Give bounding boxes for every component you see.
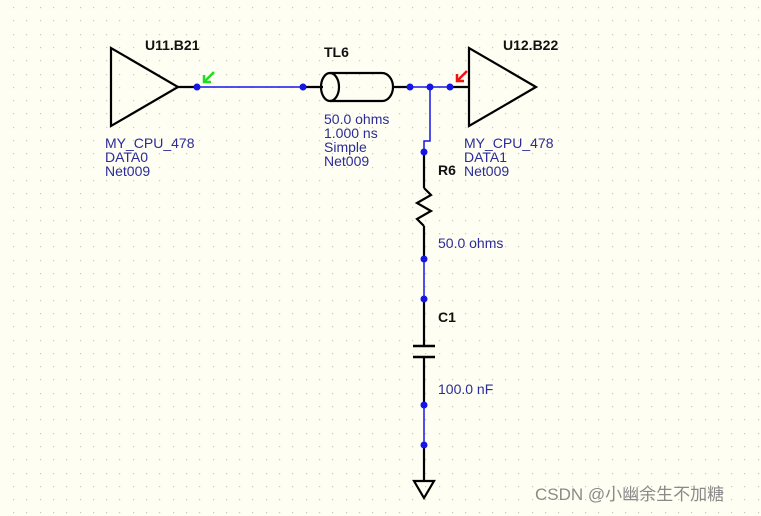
- c1-value: 100.0 nF: [438, 381, 494, 397]
- junction-dot: [299, 83, 307, 91]
- junction-dots: [193, 83, 454, 449]
- u12-net-name: Net009: [464, 163, 510, 179]
- u12-receiver-buffer[interactable]: [467, 46, 539, 128]
- r6-refdes: R6: [438, 162, 456, 178]
- u11-net-name: Net009: [105, 163, 151, 179]
- u11-part-name: MY_CPU_478: [105, 135, 195, 151]
- tl6-impedance: 50.0 ohms: [324, 111, 390, 127]
- driver-arrow-icon: [202, 71, 215, 84]
- c1-capacitor[interactable]: [413, 299, 435, 405]
- tl6-refdes: TL6: [324, 44, 349, 60]
- r6-resistor[interactable]: [414, 152, 434, 259]
- net-wire-tee-r6[interactable]: [423, 87, 431, 152]
- tl6-model: Simple: [324, 139, 367, 155]
- ground-icon: [412, 445, 436, 501]
- watermark: CSDN @小幽余生不加糖: [535, 485, 725, 504]
- u11-driver-buffer[interactable]: [109, 46, 197, 128]
- c1-refdes: C1: [438, 309, 456, 325]
- u12-part-name: MY_CPU_478: [464, 135, 554, 151]
- tl6-net-name: Net009: [324, 153, 370, 169]
- junction-dot: [426, 83, 434, 91]
- u12-pin-name: DATA1: [464, 149, 508, 165]
- tl6-delay: 1.000 ns: [324, 125, 378, 141]
- u11-refdes: U11.B21: [145, 37, 200, 53]
- junction-dot: [193, 83, 201, 91]
- tl6-transmission-line[interactable]: [319, 71, 410, 103]
- junction-dot: [420, 441, 428, 449]
- grid-dots: [13, 7, 760, 514]
- u12-refdes: U12.B22: [503, 37, 559, 53]
- junction-dot: [420, 255, 428, 263]
- junction-dot: [446, 83, 454, 91]
- r6-value: 50.0 ohms: [438, 235, 504, 251]
- junction-dot: [420, 401, 428, 409]
- receiver-arrow-icon: [455, 70, 468, 83]
- junction-dot: [406, 83, 414, 91]
- junction-dot: [420, 148, 428, 156]
- junction-dot: [420, 295, 428, 303]
- u11-pin-name: DATA0: [105, 149, 149, 165]
